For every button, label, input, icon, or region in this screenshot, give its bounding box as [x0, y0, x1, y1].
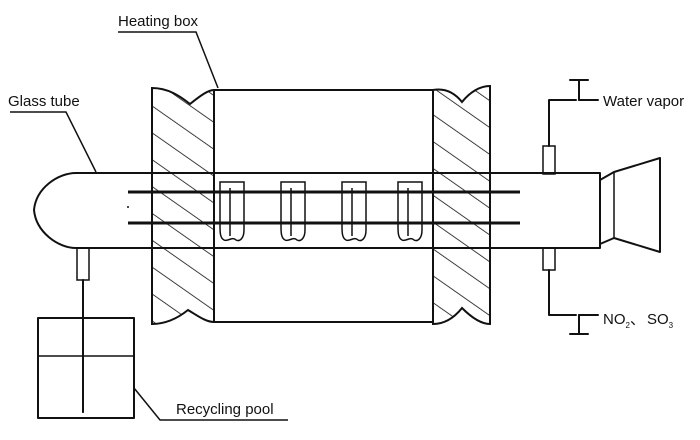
heating-box-left-wall: [151, 86, 215, 326]
sample-holder-3: [341, 181, 367, 242]
heating-box-leader: [118, 31, 219, 89]
outlet-funnel: [599, 157, 661, 253]
glass-tube: [33, 172, 601, 249]
gas-inlet: [542, 247, 599, 335]
sample-holder-2: [280, 181, 306, 242]
recycling-pool: [37, 317, 135, 419]
water-vapor-inlet: [542, 79, 599, 175]
water-vapor-label: Water vapor: [603, 93, 684, 110]
recycling-pool-leader: [133, 387, 288, 421]
no2-subscript: 2: [626, 321, 631, 330]
no2-text: NO: [603, 311, 626, 328]
so3-subscript: 3: [669, 321, 674, 330]
heating-box-right-wall: [432, 84, 491, 326]
gas-label: NO2、SO3: [603, 311, 674, 330]
glass-tube-label: Glass tube: [8, 93, 80, 110]
heating-box-label: Heating box: [118, 13, 199, 30]
gas-separator: 、: [630, 311, 645, 328]
sample-holder-4: [397, 181, 423, 242]
tube-mark: [127, 206, 129, 208]
sample-holder-1: [219, 181, 245, 242]
so3-text: SO: [647, 311, 669, 328]
recycling-pool-label: Recycling pool: [176, 401, 274, 418]
glass-tube-leader: [10, 111, 97, 173]
